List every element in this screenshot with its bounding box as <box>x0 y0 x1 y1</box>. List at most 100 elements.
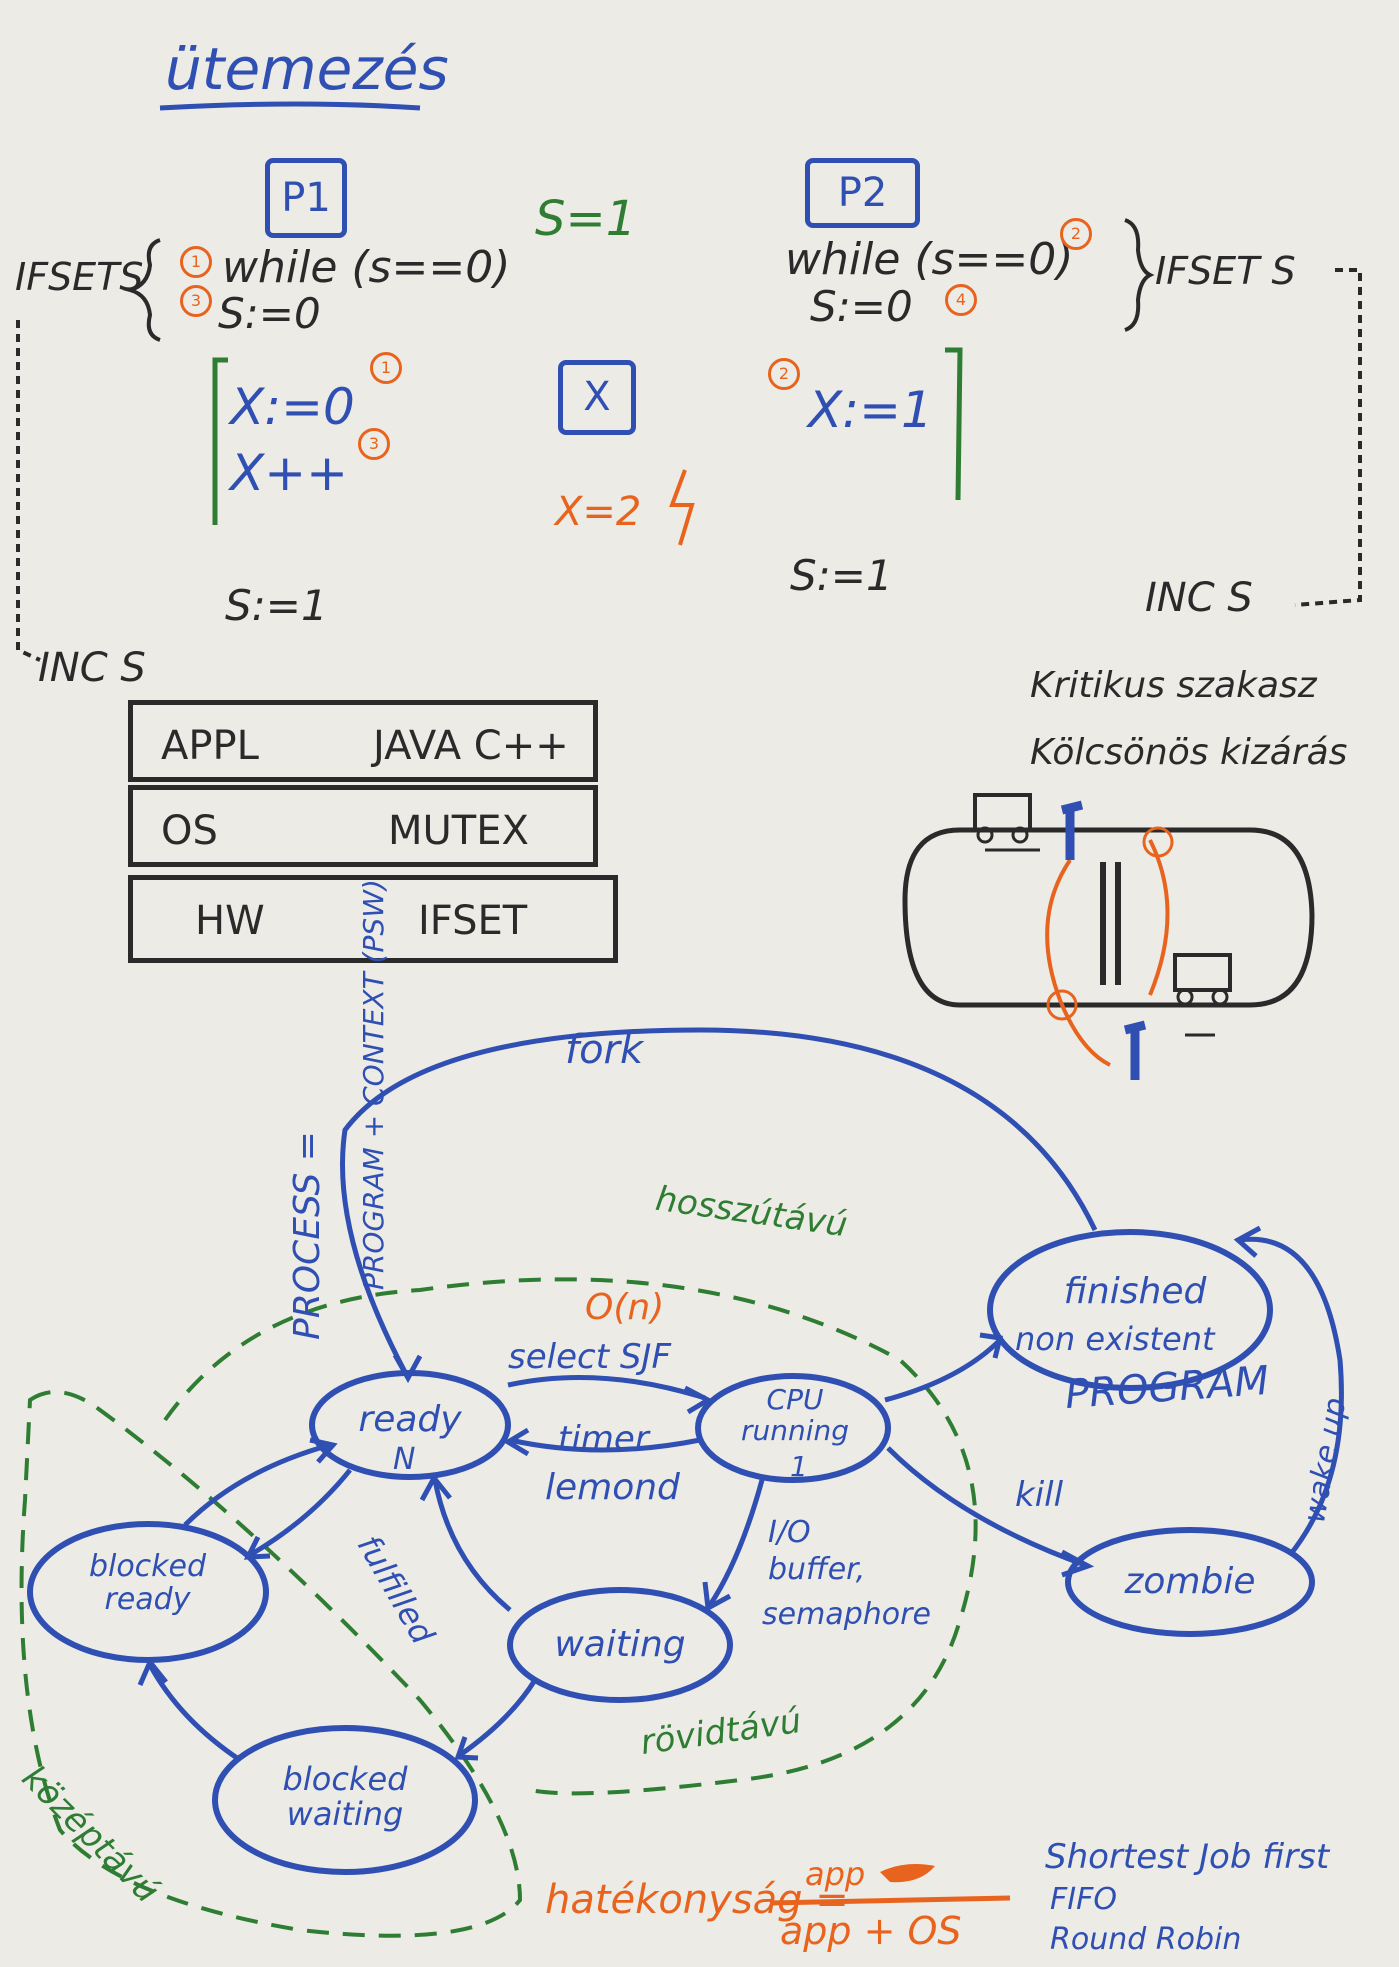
p1-x-increment: X++ <box>230 444 349 502</box>
zombie-text: zombie <box>1124 1561 1256 1602</box>
mutual-exclusion-label: Kölcsönös kizárás <box>1030 732 1348 773</box>
lightning-arrow <box>669 469 695 546</box>
state-blocked-waiting <box>212 1725 478 1875</box>
step-marker: 3 <box>180 285 212 317</box>
complexity-label: O(n) <box>585 1287 665 1328</box>
layer-left: HW <box>195 898 265 944</box>
select-label: select SJF <box>508 1337 671 1377</box>
timer-label: timer <box>558 1419 649 1459</box>
fork-arrow <box>340 1027 1098 1374</box>
state-finished <box>987 1229 1273 1391</box>
blocked-ready-text: blocked ready <box>88 1549 207 1617</box>
right-dashed-loop <box>1294 268 1362 607</box>
mid-term-region <box>19 1390 523 1938</box>
state-waiting <box>507 1587 733 1703</box>
state-zombie <box>1065 1527 1315 1637</box>
finished-node-label: finished <box>995 1272 1275 1312</box>
layer-left: OS <box>161 808 218 854</box>
running-node-label: CPU running <box>700 1383 890 1447</box>
inc-right-label: INC S <box>1145 575 1253 621</box>
ready-capacity: N <box>393 1442 416 1477</box>
page-title: ütemezés <box>165 35 449 103</box>
kill-label: kill <box>1015 1475 1064 1515</box>
x-equals-two: X=2 <box>555 489 642 535</box>
blocked-waiting-node-label: blocked waiting <box>220 1760 470 1834</box>
step-marker: 2 <box>1060 218 1092 250</box>
non-existent-text: non existent <box>1015 1320 1215 1358</box>
blocked-waiting-text: blocked waiting <box>282 1760 408 1834</box>
program-context-label: PROGRAM + CONTEXT (PSW) <box>357 879 390 1290</box>
wakeup-arrow <box>1239 1236 1344 1557</box>
ifsets-brace <box>122 238 161 342</box>
critical-section-label: Kritikus szakasz <box>1030 665 1317 706</box>
long-term-region <box>163 1277 978 1796</box>
left-dashed-loop <box>16 320 41 662</box>
ifsets-left-label: IFSETS <box>15 255 144 299</box>
fork-label: fork <box>565 1027 644 1073</box>
finish-arrow <box>884 1338 1002 1403</box>
p2-s-release: S:=1 <box>790 551 893 600</box>
layer-row-os: OS MUTEX <box>128 785 598 867</box>
ready-node-label: ready <box>320 1400 500 1440</box>
p1-critical-bracket <box>212 357 228 525</box>
layer-right: JAVA C++ <box>373 723 569 769</box>
fraction-bar <box>769 1895 1011 1906</box>
blocked-to-blocked-ready <box>147 1663 242 1763</box>
lemond-label: lemond <box>545 1467 680 1508</box>
step-marker: 2 <box>768 358 800 390</box>
step-marker: 4 <box>945 284 977 316</box>
layer-left: APPL <box>161 723 259 769</box>
layer-row-hw: HW IFSET <box>128 875 618 963</box>
inc-left-label: INC S <box>38 645 146 691</box>
step-marker: 1 <box>370 352 402 384</box>
buffer-label: buffer, <box>768 1552 866 1587</box>
layer-row-appl: APPL JAVA C++ <box>128 700 598 782</box>
timer-arrow <box>509 1437 701 1453</box>
critical-section-diagram <box>902 793 1315 1080</box>
p1-label: P1 <box>265 158 347 238</box>
title-underline <box>159 101 421 111</box>
algo-item: Round Robin <box>1050 1922 1242 1957</box>
algo-item: FIFO <box>1050 1882 1117 1917</box>
layer-right: IFSET <box>418 898 528 944</box>
algo-item: Shortest Job first <box>1045 1837 1330 1877</box>
process-label: PROCESS = <box>287 1131 328 1340</box>
shared-x-box: X <box>558 360 636 435</box>
p1-while: while (s==0) <box>222 242 511 293</box>
efficiency-numerator: app <box>805 1855 866 1893</box>
cpu-text: CPU <box>766 1383 824 1416</box>
waiting-text: waiting <box>554 1624 686 1665</box>
p2-label: P2 <box>805 158 920 228</box>
select-arrow <box>507 1374 706 1401</box>
state-running <box>695 1373 891 1483</box>
running-capacity: 1 <box>790 1450 808 1483</box>
kill-arrow <box>886 1446 1086 1568</box>
fulfilled-arrow <box>432 1479 512 1612</box>
semaphore-init: S=1 <box>535 191 637 247</box>
zombie-node-label: zombie <box>1070 1562 1310 1602</box>
p2-critical-bracket <box>945 347 963 501</box>
state-blocked-ready <box>27 1521 269 1663</box>
layer-right: MUTEX <box>388 808 529 854</box>
io-arrow <box>707 1479 765 1607</box>
step-marker: 1 <box>180 246 212 278</box>
p2-x-assign: X:=1 <box>808 381 933 439</box>
p1-s-assign: S:=0 <box>218 289 321 338</box>
running-text: running <box>740 1413 850 1447</box>
p2-while: while (s==0) <box>785 234 1074 285</box>
blocked-ready-node-label: blocked ready <box>40 1550 255 1616</box>
efficiency-denominator: app + OS <box>780 1909 962 1953</box>
waiting-to-blocked <box>458 1678 538 1758</box>
efficiency-label: hatékonyság = <box>545 1877 849 1923</box>
ifset-right-label: IFSET S <box>1155 249 1296 293</box>
semaphore-label: semaphore <box>762 1597 931 1632</box>
scribble-mark <box>880 1864 935 1883</box>
p2-s-assign: S:=0 <box>810 282 913 331</box>
io-label: I/O <box>768 1515 811 1550</box>
p1-s-release: S:=1 <box>225 581 328 630</box>
waiting-node-label: waiting <box>510 1625 730 1665</box>
p1-x-assign: X:=0 <box>230 378 355 436</box>
ready-text: ready <box>358 1399 462 1440</box>
